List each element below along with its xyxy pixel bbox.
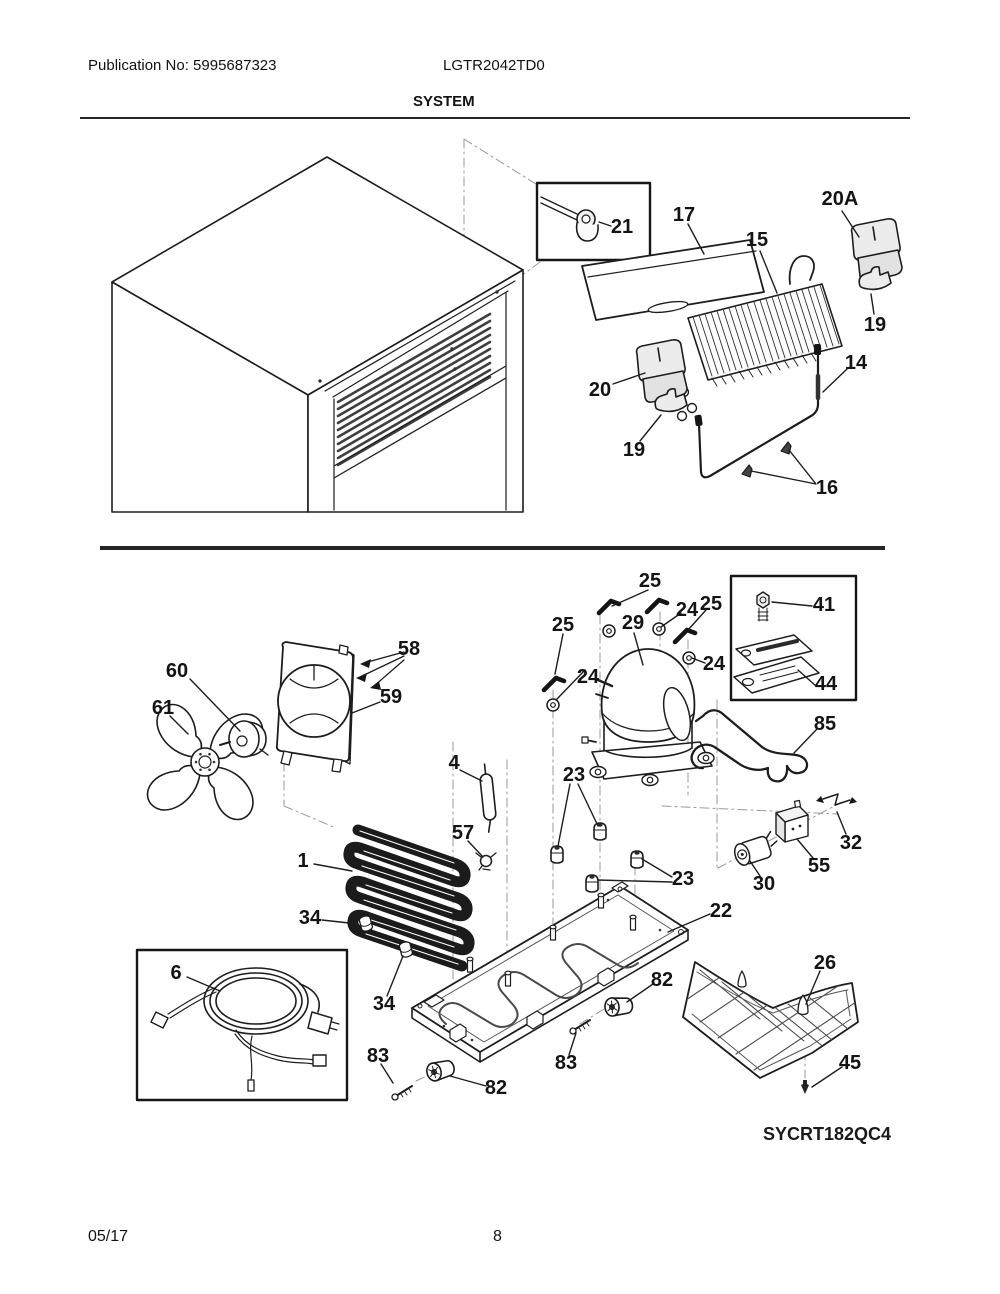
inset-box-21 xyxy=(535,181,652,262)
page-title: SYSTEM xyxy=(413,93,475,110)
capacitor-30 xyxy=(734,830,778,866)
callout-c82b: 82 xyxy=(484,1077,508,1099)
callout-c44: 44 xyxy=(814,673,838,695)
fan-shroud-59 xyxy=(275,641,355,773)
publication-number: Publication No: 5995687323 xyxy=(88,57,277,74)
callout-c34a: 34 xyxy=(298,907,322,929)
inset-box-41-44 xyxy=(729,574,858,702)
callout-c1: 1 xyxy=(297,850,309,872)
callout-c55: 55 xyxy=(807,855,831,877)
callout-c85: 85 xyxy=(813,713,837,735)
callout-c29: 29 xyxy=(621,612,645,634)
diagram-code: SYCRT182QC4 xyxy=(763,1124,892,1144)
leader-lines-upper xyxy=(612,210,875,485)
callout-c20A: 20A xyxy=(821,188,859,210)
header-rule xyxy=(80,117,910,119)
callout-c4: 4 xyxy=(448,752,460,774)
heater-clips-16 xyxy=(741,441,792,478)
callout-c25a: 25 xyxy=(551,614,575,636)
washers-24 xyxy=(546,622,696,712)
defrost-heater-14 xyxy=(694,344,821,479)
section-divider xyxy=(100,546,885,550)
callout-c61: 61 xyxy=(151,697,175,719)
filter-drier-4 xyxy=(479,763,497,833)
callout-c20: 20 xyxy=(588,379,612,401)
grommets-23 xyxy=(550,822,644,893)
callout-c58: 58 xyxy=(397,638,421,660)
callout-c82a: 82 xyxy=(650,969,674,991)
callout-c25c: 25 xyxy=(699,593,723,615)
compressor-29 xyxy=(581,648,715,787)
callout-c45: 45 xyxy=(838,1052,862,1074)
callout-c24c: 24 xyxy=(702,653,726,675)
wire-clip-32 xyxy=(816,793,857,806)
callout-c14: 14 xyxy=(844,352,868,374)
callout-c19b: 19 xyxy=(622,439,646,461)
mounting-pins-25 xyxy=(541,597,698,693)
callout-c16: 16 xyxy=(815,477,839,499)
heat-loop-tube-85 xyxy=(690,709,809,783)
callout-c26: 26 xyxy=(813,952,837,974)
condenser-coil-1 xyxy=(343,824,475,972)
callout-c23a: 23 xyxy=(562,764,586,786)
screw-arrows-58 xyxy=(356,651,405,690)
callout-c23b: 23 xyxy=(671,868,695,890)
callout-c30: 30 xyxy=(752,873,776,895)
callout-c57: 57 xyxy=(451,822,475,844)
callout-c59: 59 xyxy=(379,686,403,708)
callout-c60: 60 xyxy=(165,660,189,682)
callout-c83a: 83 xyxy=(554,1052,578,1074)
screw-45 xyxy=(801,1080,809,1094)
callout-c6: 6 xyxy=(170,962,182,984)
callout-c24b: 24 xyxy=(675,599,699,621)
callout-c15: 15 xyxy=(745,229,769,251)
callout-c83b: 83 xyxy=(366,1045,390,1067)
leader-lines-lower xyxy=(169,589,847,1088)
model-number: LGTR2042TD0 xyxy=(443,57,545,74)
callout-c21: 21 xyxy=(610,216,634,238)
footer-date: 05/17 xyxy=(88,1228,129,1245)
callout-c25b: 25 xyxy=(638,570,662,592)
callout-c32: 32 xyxy=(839,832,863,854)
callout-c34b: 34 xyxy=(372,993,396,1015)
callout-c17: 17 xyxy=(672,204,696,226)
callout-c22: 22 xyxy=(709,900,733,922)
tube-clip-57 xyxy=(475,852,497,871)
callout-c41: 41 xyxy=(812,594,836,616)
callout-c24a: 24 xyxy=(576,666,600,688)
fan-motor-60 xyxy=(219,720,269,758)
relay-55 xyxy=(775,799,809,843)
drain-pan-26 xyxy=(682,961,859,1079)
footer-page-number: 8 xyxy=(493,1228,502,1245)
drain-shield-17 xyxy=(581,239,765,321)
cabinet-outline xyxy=(111,156,524,513)
bracket-20 xyxy=(635,339,688,403)
inset-box-6 xyxy=(135,948,349,1102)
callout-c19a: 19 xyxy=(863,314,887,336)
base-pan-22 xyxy=(411,881,689,1063)
